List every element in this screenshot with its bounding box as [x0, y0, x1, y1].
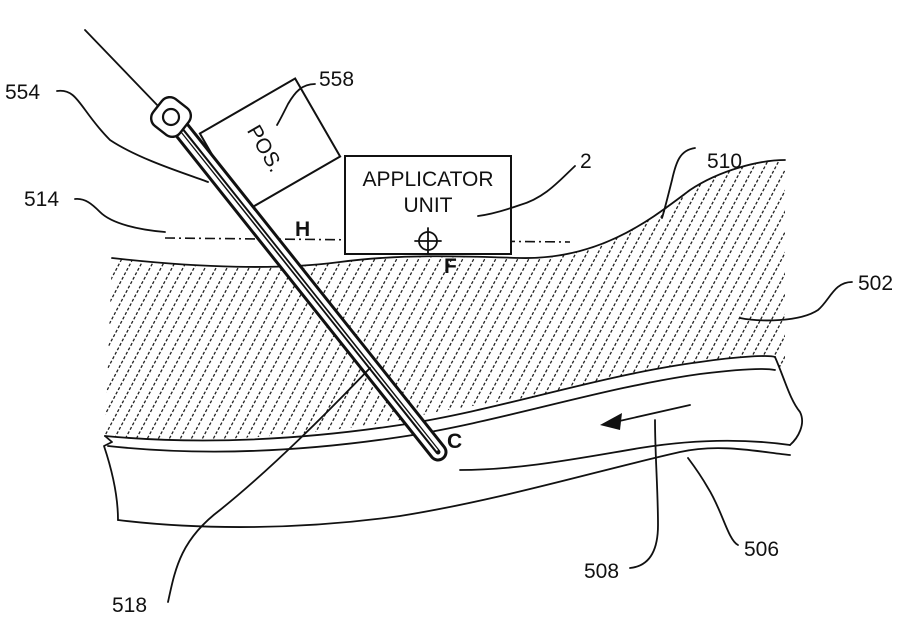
- label-2: 2: [580, 150, 592, 173]
- label-510: 510: [707, 150, 742, 173]
- label-502: 502: [858, 272, 893, 295]
- label-506: 506: [744, 538, 779, 561]
- point-c: C: [447, 430, 462, 453]
- label-554: 554: [5, 81, 40, 104]
- label-508: 508: [584, 560, 619, 583]
- reference-numerals: 554 558 2 510 514 502 518 508 506: [5, 68, 893, 617]
- applicator-line1: APPLICATOR: [362, 168, 493, 191]
- label-514: 514: [24, 188, 59, 211]
- label-518: 518: [112, 594, 147, 617]
- leader-506: [688, 458, 738, 545]
- leader-502: [740, 282, 852, 320]
- leader-514: [75, 199, 165, 232]
- point-h: H: [295, 218, 310, 241]
- applicator-line2: UNIT: [404, 194, 453, 217]
- point-f: F: [444, 255, 457, 278]
- label-558: 558: [319, 68, 354, 91]
- catheter-cable: [85, 30, 160, 108]
